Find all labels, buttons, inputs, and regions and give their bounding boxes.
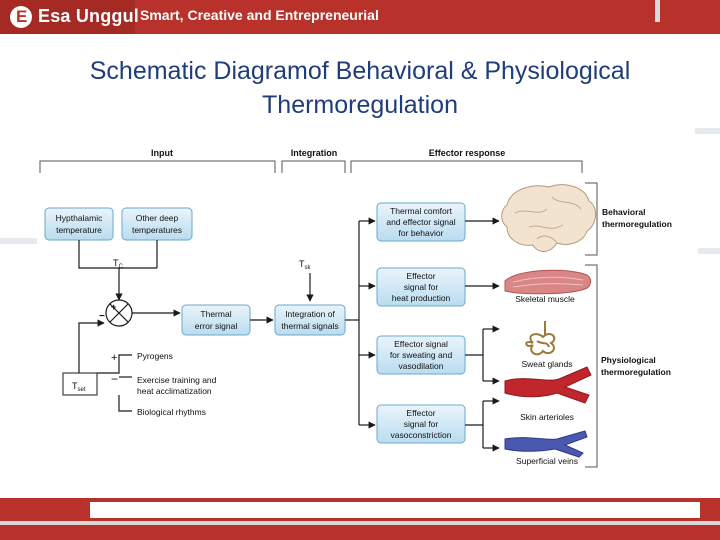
svg-text:error signal: error signal <box>195 321 238 331</box>
modifier-pyrogens: Pyrogens <box>137 351 173 361</box>
svg-text:Effector: Effector <box>406 271 435 281</box>
category-behavioral-line2: thermoregulation <box>602 219 672 229</box>
organ-connectors <box>465 217 500 452</box>
header-bar: E Esa Unggul Smart, Creative and Entrepr… <box>0 0 720 34</box>
svg-text:signal for: signal for <box>404 282 439 292</box>
svg-text:Hypthalamic: Hypthalamic <box>56 213 104 223</box>
section-headers <box>39 160 583 173</box>
svg-text:for behavior: for behavior <box>399 228 444 238</box>
footer-grey-strip <box>0 521 720 525</box>
sweat-glands-illustration <box>525 321 556 356</box>
modifier-acclimatization: heat acclimatization <box>137 386 212 396</box>
modifier-biological-rhythms: Biological rhythms <box>137 407 206 417</box>
organ-skeletal-muscle-label: Skeletal muscle <box>515 294 575 304</box>
tset-box <box>62 372 98 396</box>
comparator-node <box>105 299 133 327</box>
tagline: Smart, Creative and Entrepreneurial <box>140 7 379 23</box>
section-input-label: Input <box>151 148 173 158</box>
section-integration-label: Integration <box>291 148 338 158</box>
background-stripe <box>695 128 720 134</box>
diagram-canvas: Input Integration Effector response Hypt… <box>39 148 672 468</box>
brain-illustration <box>501 184 596 252</box>
modifier-plus-sign: + <box>111 352 117 364</box>
comparator-minus-sign: − <box>99 311 105 322</box>
effector-trunk <box>345 217 376 429</box>
organ-sweat-glands-label: Sweat glands <box>521 359 572 369</box>
svg-text:thermal signals: thermal signals <box>281 321 338 331</box>
hypothalamic-temperature-box: Hypthalamic temperature <box>44 207 114 241</box>
svg-text:for sweating and: for sweating and <box>390 350 453 360</box>
input-connectors <box>78 240 158 301</box>
category-physiological-line1: Physiological <box>601 355 656 365</box>
svg-text:temperatures: temperatures <box>132 225 182 235</box>
superficial-veins-illustration <box>504 430 588 458</box>
svg-text:vasodilation: vasodilation <box>399 361 444 371</box>
skin-arterioles-illustration <box>504 366 592 404</box>
svg-text:vasoconstriction: vasoconstriction <box>391 430 452 440</box>
svg-text:heat production: heat production <box>392 293 451 303</box>
background-stripe <box>695 248 720 254</box>
svg-text:temperature: temperature <box>56 225 102 235</box>
organ-superficial-veins-label: Superficial veins <box>516 456 578 466</box>
svg-text:Effector: Effector <box>406 408 435 418</box>
svg-text:Integration of: Integration of <box>285 309 335 319</box>
svg-text:Other deep: Other deep <box>136 213 179 223</box>
skeletal-muscle-illustration <box>504 269 592 295</box>
thermoregulation-diagram: Input Integration Effector response Hypt… <box>37 143 698 473</box>
category-behavioral-line1: Behavioral <box>602 207 645 217</box>
logo-text: Esa Unggul <box>38 6 140 26</box>
other-deep-temperatures-box: Other deep temperatures <box>121 207 193 241</box>
sweating-vasodilation-box: Effector signal for sweating and vasodil… <box>376 335 466 375</box>
slide-title: Schematic Diagramof Behavioral & Physiol… <box>20 54 700 122</box>
section-effector-label: Effector response <box>429 148 506 158</box>
university-logo-icon <box>10 6 32 28</box>
tset-label: Tset <box>72 381 86 393</box>
header-divider <box>655 0 660 22</box>
modifier-exercise: Exercise training and <box>137 375 217 385</box>
heat-production-box: Effector signal for heat production <box>376 267 466 307</box>
rhythm-connector <box>118 395 132 412</box>
slide-title-line1: Schematic Diagramof Behavioral & Physiol… <box>89 57 631 85</box>
svg-text:signal for: signal for <box>404 419 439 429</box>
thermal-error-box: Thermal error signal <box>181 304 251 336</box>
svg-text:Thermal: Thermal <box>200 309 231 319</box>
svg-text:and effector signal: and effector signal <box>386 217 455 227</box>
tsk-label: Tsk <box>299 259 312 271</box>
footer-white-strip <box>90 502 700 518</box>
comparator-plus-sign: + <box>111 302 116 312</box>
svg-text:Effector signal: Effector signal <box>394 339 448 349</box>
integration-box: Integration of thermal signals <box>274 304 346 336</box>
organ-skin-arterioles-label: Skin arterioles <box>520 412 574 422</box>
svg-text:Thermal comfort: Thermal comfort <box>390 206 453 216</box>
thermal-comfort-box: Thermal comfort and effector signal for … <box>376 202 466 242</box>
background-stripe <box>0 238 40 244</box>
tset-connectors <box>78 309 181 378</box>
vasoconstriction-box: Effector signal for vasoconstriction <box>376 404 466 444</box>
tc-label: TC <box>113 258 124 270</box>
category-physiological-line2: thermoregulation <box>601 367 671 377</box>
category-brackets <box>585 182 598 468</box>
slide-title-line2: Thermoregulation <box>262 91 458 119</box>
logo-mark: E <box>16 7 28 26</box>
modifier-minus-sign: − <box>111 372 118 386</box>
